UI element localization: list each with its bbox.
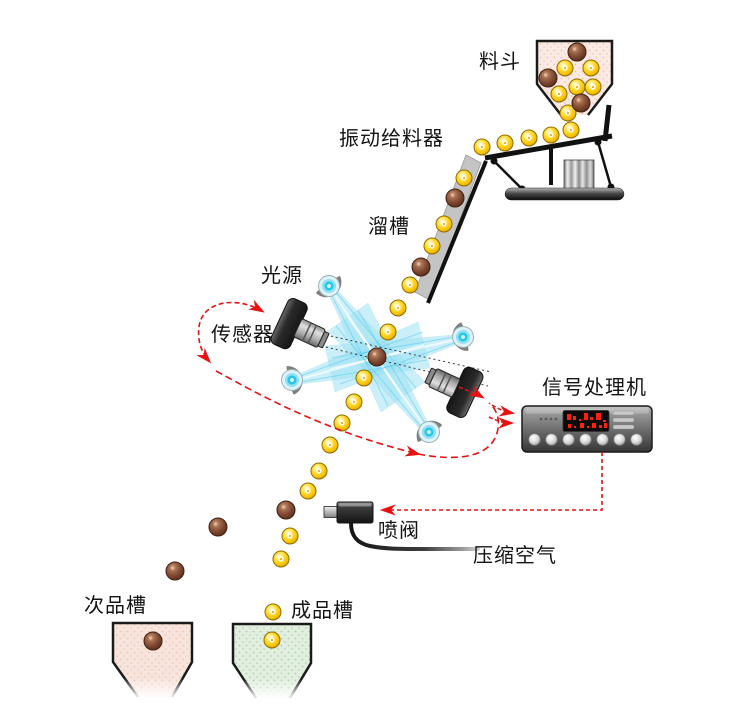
- label-reject-bin: 次品槽: [84, 595, 147, 617]
- processor-input-arrow-2: [488, 416, 515, 429]
- valve-body: [336, 501, 374, 524]
- product-ball-good: [496, 134, 514, 152]
- product-ball-good: [321, 436, 339, 454]
- signal-processor: [521, 405, 653, 453]
- reject-bin-fade: [106, 678, 200, 709]
- product-ball-good: [264, 603, 282, 621]
- processor-to-valve-signal: [379, 452, 603, 516]
- product-ball-good: [542, 126, 560, 144]
- product-ball-good: [473, 138, 491, 156]
- product-ball-defect: [276, 500, 296, 520]
- vibrating-feeder: [484, 104, 625, 201]
- indicator-dot: [539, 417, 543, 421]
- valve-nozzle: [323, 506, 338, 518]
- compressed-air-pipe: [349, 521, 480, 551]
- product-ball-good: [550, 85, 568, 103]
- label-chute: 溜槽: [368, 216, 410, 238]
- product-ball-defect: [208, 517, 228, 537]
- label-signal-processor: 信号处理机: [542, 377, 647, 399]
- valve-highlight: [339, 503, 371, 507]
- beam-cores: [299, 293, 455, 427]
- label-vibrating-feeder: 振动给料器: [339, 128, 444, 150]
- product-ball-defect: [571, 93, 591, 113]
- product-ball-good: [389, 299, 407, 317]
- hopper-outline: [535, 39, 614, 116]
- label-ejector-valve: 喷阀: [378, 520, 420, 542]
- product-ball-defect: [538, 68, 558, 88]
- product-ball-good: [263, 631, 281, 649]
- product-ball-defect: [567, 42, 587, 62]
- camera-left: [270, 297, 330, 350]
- label-compressed-air: 压缩空气: [473, 545, 557, 567]
- product-ball-good: [435, 215, 453, 233]
- product-ball-good: [299, 482, 317, 500]
- lamp-bottom: [416, 420, 443, 443]
- product-ball-good: [310, 462, 328, 480]
- accept-bin-fade: [226, 679, 320, 709]
- product-ball-good: [582, 59, 600, 77]
- product-ball-good: [379, 323, 397, 341]
- product-ball-good: [568, 78, 586, 96]
- label-accept-bin: 成品槽: [291, 600, 354, 622]
- product-ball-good: [559, 104, 577, 122]
- label-sensor: 传感器: [211, 324, 274, 346]
- product-ball-good: [562, 121, 580, 139]
- ejector-valve: [323, 501, 480, 551]
- scan-arc-bottom: [215, 370, 422, 457]
- product-balls: [143, 42, 602, 651]
- product-ball-defect: [411, 257, 431, 277]
- indicator-dot: [544, 417, 548, 421]
- processor-buttons: [528, 433, 643, 446]
- light-source-lamps: [281, 275, 474, 443]
- indicator-dot: [554, 417, 558, 421]
- label-light-source: 光源: [261, 265, 303, 287]
- feeder-right-spring: [596, 141, 613, 188]
- feeder-back-wall: [602, 104, 612, 142]
- reject-bin-outline: [111, 621, 194, 698]
- camera-signal-arrow: [458, 385, 485, 399]
- product-ball-good: [455, 169, 473, 187]
- product-ball-defect: [165, 561, 185, 581]
- product-ball-good: [345, 393, 363, 411]
- feeder-electromagnet: [563, 159, 595, 192]
- camera-sight-lines: [325, 334, 492, 387]
- product-ball-good: [584, 78, 602, 96]
- product-ball-good: [423, 237, 441, 255]
- product-ball-defect: [445, 188, 465, 208]
- processor-input-arrow-1: [491, 404, 516, 417]
- product-ball-good: [333, 414, 351, 432]
- product-ball-good: [272, 550, 290, 568]
- feeder-left-spring: [493, 160, 523, 190]
- signal-paths: [196, 299, 603, 516]
- accept-bin-outline: [231, 622, 313, 699]
- lamp-bottom-left: [281, 366, 303, 395]
- product-ball-good: [401, 276, 419, 294]
- sensor-cameras: [270, 297, 484, 419]
- product-ball-good: [556, 59, 574, 77]
- led-segments: [567, 413, 607, 428]
- scan-arc-left: [196, 299, 265, 364]
- chute-rail: [426, 160, 488, 304]
- vent-grille: [612, 410, 635, 430]
- feeder-tray: [484, 133, 613, 161]
- label-hopper: 料斗: [479, 51, 521, 73]
- indicator-dot: [549, 417, 553, 421]
- camera-right: [424, 366, 484, 419]
- product-ball-good: [355, 369, 373, 387]
- lamp-right: [452, 322, 474, 351]
- scan-arc-right: [417, 402, 500, 459]
- product-ball-defect: [143, 631, 163, 651]
- product-ball-defect: [367, 347, 387, 367]
- product-ball-good: [281, 527, 299, 545]
- lamp-top: [315, 275, 342, 298]
- product-ball-good: [520, 129, 538, 147]
- feeder-base: [504, 187, 625, 201]
